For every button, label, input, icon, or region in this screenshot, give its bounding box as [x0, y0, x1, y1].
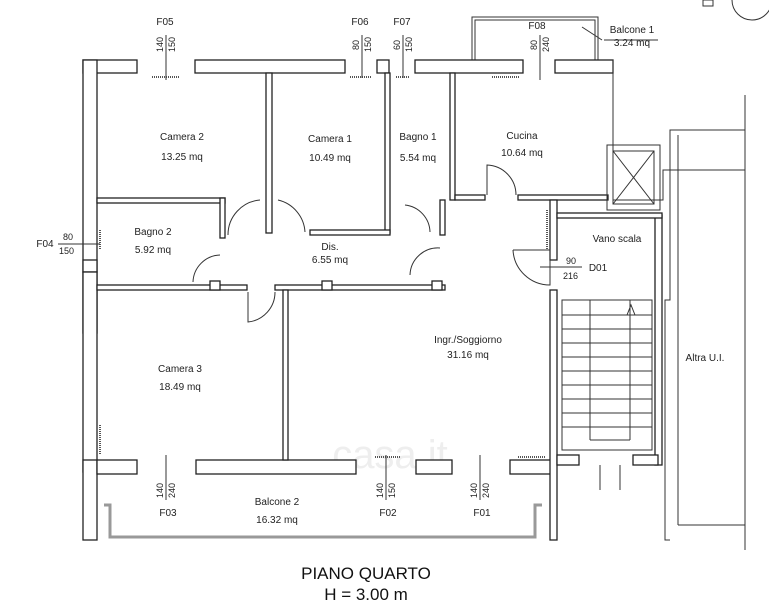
svg-text:80: 80 — [351, 40, 361, 50]
svg-text:150: 150 — [59, 246, 74, 256]
svg-text:80: 80 — [63, 232, 73, 242]
door-D01: 90 216 D01 — [540, 256, 608, 281]
window-F06: F06 80 150 — [351, 17, 373, 78]
svg-text:F07: F07 — [393, 17, 411, 28]
balcone-2-railing — [104, 503, 542, 539]
stairs — [561, 299, 653, 490]
svg-text:F08: F08 — [528, 21, 546, 32]
svg-text:150: 150 — [404, 37, 414, 52]
window-F05: F05 140 150 — [155, 17, 177, 80]
floor-title: PIANO QUARTO — [301, 564, 431, 583]
room-name: Altra U.I. — [686, 353, 725, 364]
room-name: Bagno 1 — [399, 132, 437, 143]
room-name: Balcone 2 — [255, 497, 300, 508]
window-F01: 140 240 F01 — [469, 455, 491, 519]
room-area: 3.24 mq — [614, 38, 650, 49]
svg-text:F05: F05 — [156, 17, 174, 28]
room-name: Camera 1 — [308, 134, 352, 145]
doors — [192, 164, 551, 323]
room-area: 31.16 mq — [447, 350, 489, 361]
svg-text:60: 60 — [392, 40, 402, 50]
room-area: 5.54 mq — [400, 153, 436, 164]
lift-shaft — [606, 144, 661, 211]
room-area: 10.64 mq — [501, 148, 543, 159]
balcone-1 — [471, 16, 658, 60]
window-F07: F07 60 150 — [392, 17, 414, 78]
room-name: Camera 3 — [158, 364, 202, 375]
room-area: 5.92 mq — [135, 245, 171, 256]
compass-icon — [731, 0, 769, 21]
room-name: Bagno 2 — [134, 227, 172, 238]
svg-text:240: 240 — [481, 483, 491, 498]
window-F08: F08 80 240 — [528, 21, 551, 80]
svg-text:F06: F06 — [351, 17, 369, 28]
room-area: 16.32 mq — [256, 515, 298, 526]
room-name: Cucina — [506, 131, 538, 142]
room-name: Dis. — [321, 242, 338, 253]
svg-text:150: 150 — [363, 37, 373, 52]
svg-text:140: 140 — [155, 483, 165, 498]
svg-text:216: 216 — [563, 271, 578, 281]
walls — [82, 59, 746, 550]
svg-text:150: 150 — [167, 37, 177, 52]
svg-text:240: 240 — [167, 483, 177, 498]
room-name: Ingr./Soggiorno — [434, 335, 502, 346]
room-area: 18.49 mq — [159, 382, 201, 393]
svg-text:150: 150 — [387, 483, 397, 498]
room-area: 10.49 mq — [309, 153, 351, 164]
window-F03: 140 240 F03 — [155, 455, 177, 519]
window-F02: 140 150 F02 — [375, 455, 397, 519]
svg-text:F02: F02 — [379, 508, 397, 519]
room-area: 6.55 mq — [312, 255, 348, 266]
room-name: Balcone 1 — [610, 25, 655, 36]
svg-text:D01: D01 — [589, 263, 608, 274]
svg-text:140: 140 — [375, 483, 385, 498]
svg-text:240: 240 — [541, 37, 551, 52]
svg-text:140: 140 — [155, 37, 165, 52]
svg-text:80: 80 — [529, 40, 539, 50]
svg-text:F03: F03 — [159, 508, 177, 519]
floor-height: H = 3.00 m — [324, 585, 408, 600]
svg-text:90: 90 — [566, 256, 576, 266]
svg-text:140: 140 — [469, 483, 479, 498]
window-F04: F04 80 150 — [36, 232, 100, 256]
room-area: 13.25 mq — [161, 152, 203, 163]
room-name: Camera 2 — [160, 132, 204, 143]
room-name: Vano scala — [593, 234, 642, 245]
svg-text:F01: F01 — [473, 508, 491, 519]
compass-mark — [702, 0, 714, 7]
svg-text:F04: F04 — [36, 239, 54, 250]
